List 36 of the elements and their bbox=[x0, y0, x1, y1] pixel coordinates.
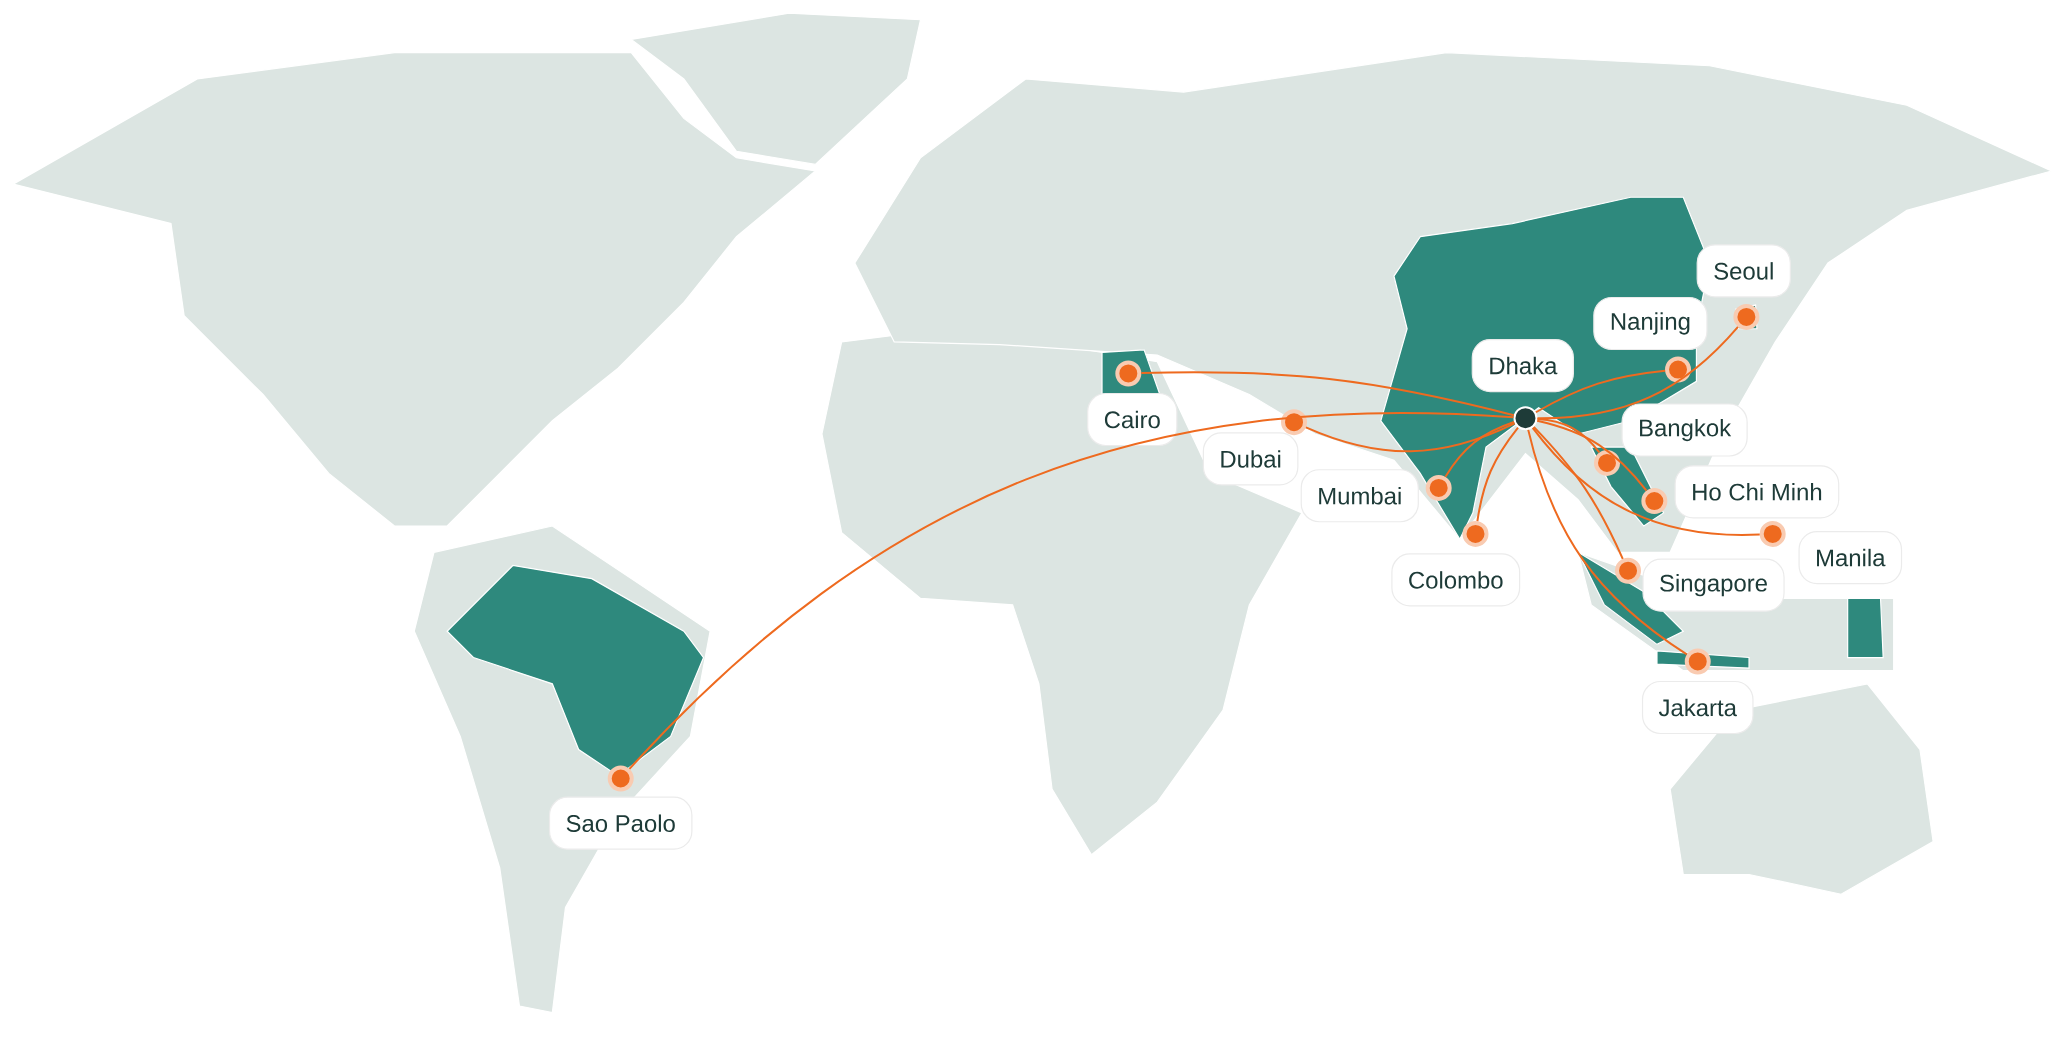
hub-dot bbox=[1513, 406, 1538, 430]
city-dot bbox=[1281, 408, 1307, 435]
route-line bbox=[628, 411, 1515, 770]
city-label: Cairo bbox=[1087, 392, 1178, 446]
route-line bbox=[1140, 371, 1515, 417]
route-line bbox=[1536, 325, 1739, 420]
city-label: Dubai bbox=[1202, 432, 1299, 486]
route-line bbox=[1532, 425, 1624, 560]
city-label: Colombo bbox=[1391, 553, 1521, 607]
city-label: Nanjing bbox=[1593, 296, 1708, 350]
city-dot bbox=[1665, 356, 1691, 383]
city-dot bbox=[1425, 474, 1452, 501]
city-dot bbox=[1733, 303, 1760, 330]
city-label: Jakarta bbox=[1641, 680, 1754, 734]
city-label: Ho Chi Minh bbox=[1674, 465, 1840, 519]
route-line bbox=[1536, 417, 1601, 454]
route-line bbox=[1536, 419, 1648, 492]
city-dot bbox=[607, 765, 634, 792]
city-dot bbox=[1462, 520, 1489, 547]
city-label: Sao Paolo bbox=[548, 796, 693, 850]
city-label: Bangkok bbox=[1621, 403, 1748, 457]
city-label: Singapore bbox=[1642, 558, 1785, 612]
city-dot bbox=[1615, 557, 1642, 584]
route-line bbox=[1531, 426, 1761, 536]
city-dot bbox=[1759, 520, 1786, 547]
city-dot bbox=[1684, 648, 1711, 675]
route-line bbox=[1304, 422, 1516, 453]
city-dot bbox=[1115, 360, 1142, 387]
city-label: Manila bbox=[1798, 530, 1903, 584]
route-line bbox=[1444, 420, 1516, 478]
city-label: Mumbai bbox=[1300, 469, 1419, 523]
city-label: Seoul bbox=[1696, 244, 1791, 298]
route-line bbox=[1534, 369, 1667, 414]
city-dot bbox=[1641, 487, 1668, 514]
city-label: Dhaka bbox=[1471, 338, 1574, 392]
route-line bbox=[1476, 426, 1519, 522]
